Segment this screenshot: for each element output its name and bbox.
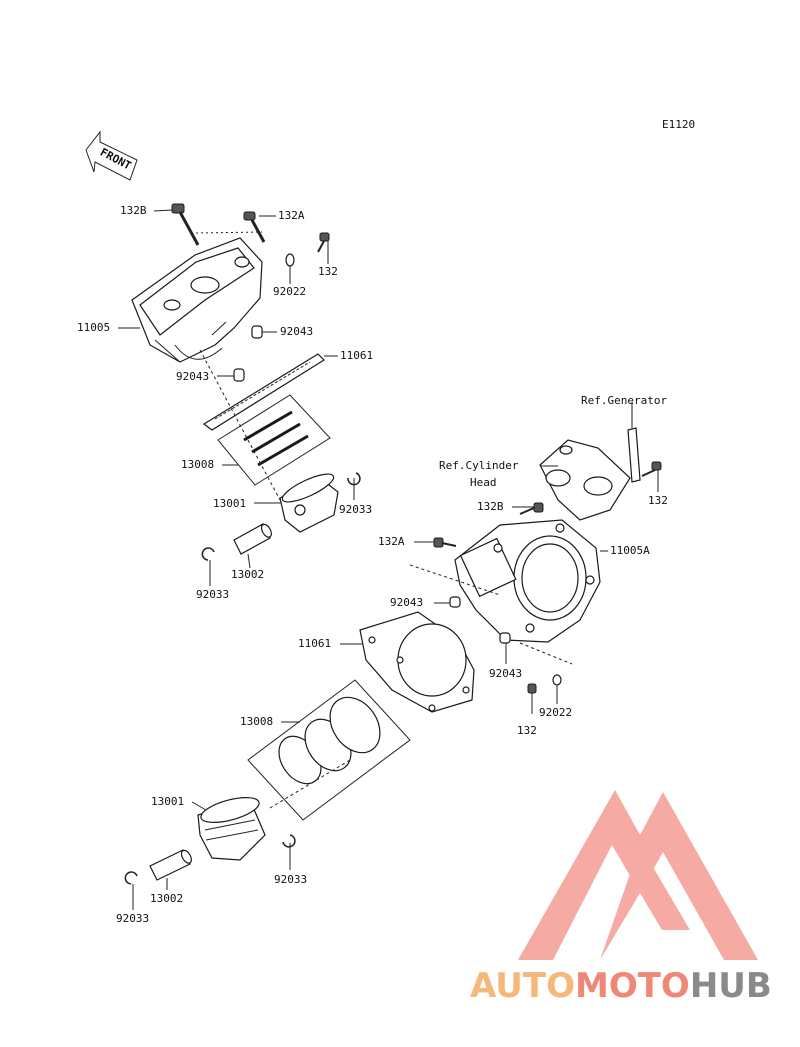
label-92043-lower-b: 92043 — [489, 667, 522, 680]
label-13002-upper: 13002 — [231, 568, 264, 581]
label-132B-lower: 132B — [477, 500, 504, 513]
circlip-92033-lower-b — [124, 871, 138, 885]
label-132A-upper: 132A — [278, 209, 305, 222]
leader-lines-upper — [118, 209, 355, 586]
label-13002-lower: 13002 — [150, 892, 183, 905]
watermark-hub: HUB — [690, 966, 772, 1006]
watermark-text: AUTOMOTOHUB — [470, 966, 772, 1006]
bolt-132-lower — [527, 683, 537, 714]
bolt-132A-lower — [433, 537, 457, 548]
label-ref-generator: Ref.Generator — [581, 394, 667, 407]
label-11005A: 11005A — [610, 544, 650, 557]
gasket-11061-lower — [359, 611, 475, 713]
label-92043-upper-b: 92043 — [176, 370, 209, 383]
washer-92022-lower — [552, 674, 562, 686]
cylinder-block-11005 — [131, 237, 263, 363]
bolt-132B-upper — [171, 203, 200, 246]
diagram-code: E1120 — [662, 118, 695, 131]
label-ref-cylinder-head-1: Ref.Cylinder — [439, 459, 519, 472]
label-92033-upper-b: 92033 — [196, 588, 229, 601]
piston-pin-13002-upper — [233, 523, 272, 555]
dowel-92043-upper-b — [233, 368, 245, 382]
label-92043-lower-a: 92043 — [390, 596, 423, 609]
gasket-11061-upper — [202, 353, 325, 431]
label-92043-upper-a: 92043 — [280, 325, 313, 338]
label-11005: 11005 — [77, 321, 110, 334]
label-92033-upper-a: 92033 — [339, 503, 372, 516]
dowel-92043-lower-b — [499, 632, 511, 644]
label-132-upper: 132 — [318, 265, 338, 278]
label-ref-cylinder-head-2: Head — [470, 476, 497, 489]
dowel-92043-upper-a — [251, 325, 263, 339]
cylinder-block-11005A — [454, 519, 601, 643]
label-92033-lower-b: 92033 — [116, 912, 149, 925]
generator-bracket — [627, 410, 641, 483]
label-13001-lower: 13001 — [151, 795, 184, 808]
label-132A-lower: 132A — [378, 535, 405, 548]
bolt-132B-lower — [519, 502, 544, 515]
label-132-right: 132 — [648, 494, 668, 507]
label-92033-lower-a: 92033 — [274, 873, 307, 886]
label-132B-upper: 132B — [120, 204, 147, 217]
piston-13001-lower — [197, 797, 266, 861]
front-arrow-icon: FRONT — [85, 130, 138, 181]
label-92022-lower: 92022 — [539, 706, 572, 719]
label-92022-upper: 92022 — [273, 285, 306, 298]
label-132-lower: 132 — [517, 724, 537, 737]
watermark-moto: MOTO — [575, 966, 690, 1006]
bolt-132-right — [641, 461, 662, 477]
label-13008-lower: 13008 — [240, 715, 273, 728]
label-11061-upper: 11061 — [340, 349, 373, 362]
leader-lines-lower — [132, 402, 659, 910]
label-13001-upper: 13001 — [213, 497, 246, 510]
bolt-132A-upper — [243, 211, 266, 243]
circlip-92033-upper-a — [347, 472, 361, 486]
piston-ring-set-13008-lower — [247, 679, 411, 821]
watermark-logo — [518, 790, 758, 960]
bolt-132-upper — [317, 232, 330, 253]
circlip-92033-lower-a — [282, 834, 296, 848]
label-11061-lower: 11061 — [298, 637, 331, 650]
watermark-auto: AUTO — [470, 966, 575, 1006]
dowel-92043-lower-a — [449, 596, 461, 608]
piston-pin-13002-lower — [149, 849, 192, 881]
piston-13001-upper — [279, 473, 339, 533]
cylinder-head-ref — [539, 439, 631, 521]
washer-92022-upper — [285, 253, 295, 267]
circlip-92033-upper-b — [201, 547, 215, 561]
label-13008-upper: 13008 — [181, 458, 214, 471]
piston-ring-set-13008-upper — [217, 394, 331, 486]
